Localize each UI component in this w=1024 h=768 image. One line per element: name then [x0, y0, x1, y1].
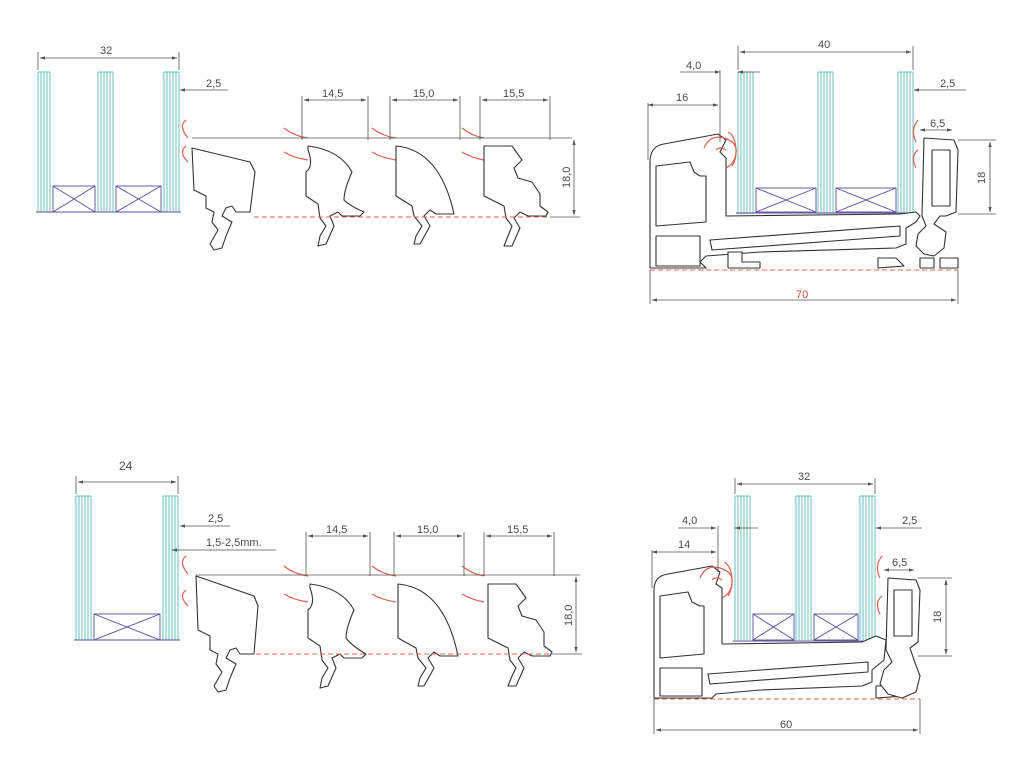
dimension-glass-width: 40: [737, 39, 914, 70]
bead-chamber: [931, 149, 951, 207]
glazing-unit: [75, 495, 179, 640]
glazing-bead-profile: [397, 583, 459, 687]
dimension-rebate: 16: [647, 92, 719, 160]
gasket: [912, 119, 919, 169]
dimension-label: 40: [818, 39, 830, 51]
dimension-label: 18,0: [561, 167, 573, 188]
frame-chamber: [655, 161, 707, 227]
dimension-label: 14,5: [322, 88, 343, 100]
gasket: [283, 127, 309, 161]
dimension-gasket-gap: 2,5: [179, 513, 230, 528]
dimension-frame-width: 70: [649, 270, 959, 304]
dimension-label: 6,5: [930, 118, 945, 130]
dimension-gasket-gap: 2,5: [875, 515, 922, 530]
gasket: [703, 131, 737, 169]
glazing-bead-profile: [395, 145, 455, 245]
glazing-unit: [734, 495, 876, 640]
dimension-label: 18,0: [563, 605, 575, 626]
dimension-glass-width: 24: [75, 459, 179, 494]
top-right-section: 40 4,0 16 2,5 6,5 18 70: [647, 39, 996, 304]
glazing-bead-profile: [191, 147, 256, 251]
dimension-label: 16: [676, 92, 688, 104]
dimension-label: 14: [678, 539, 690, 551]
gasket: [461, 127, 485, 161]
dimension-label: 15,5: [503, 88, 524, 100]
dimension-bead-offset: 6,5: [919, 118, 953, 132]
dimension-label: 60: [780, 719, 792, 731]
dimension-label: 4,0: [686, 60, 701, 72]
frame-foot: [727, 251, 761, 269]
dimension-glass-width: 32: [37, 45, 180, 70]
dimension-label: 4,0: [682, 515, 697, 527]
dimension-bead-widths: 14,5 15,0 15,5: [305, 524, 555, 576]
dimension-label: 32: [798, 471, 810, 483]
frame-rib: [707, 661, 869, 685]
dimension-label: 2,5: [902, 515, 917, 527]
frame-chamber: [655, 235, 701, 267]
dimension-label: 2,5: [208, 513, 223, 525]
gasket: [461, 565, 485, 603]
gasket: [371, 565, 397, 603]
dimension-gasket-offset: 4,0: [680, 60, 760, 142]
spacer-bars: [733, 613, 877, 642]
glazing-bead-profile: [195, 575, 259, 693]
bottom-left-section: 24 2,5 1,5-2,5mm. 14,5 15,0 15,5: [74, 459, 582, 693]
dimension-bead-height: 18: [958, 139, 996, 215]
gasket: [181, 119, 189, 163]
dimension-gasket-offset: 4,0: [678, 515, 758, 572]
dimension-bead-height: 18,0: [550, 139, 580, 218]
frame-foot: [939, 257, 959, 269]
dimension-gasket-tolerance: 1,5-2,5mm.: [171, 537, 276, 552]
dimension-label: 15,5: [507, 524, 528, 536]
dimension-label: 18: [932, 611, 944, 623]
gasket: [699, 561, 733, 599]
bottom-right-section: 32 4,0 14 2,5 6,5 18 60: [651, 471, 952, 734]
dimension-label: 24: [119, 459, 133, 473]
glazing-unit: [36, 71, 181, 213]
dimension-label: 70: [796, 289, 808, 301]
gasket: [371, 127, 397, 161]
dimension-label: 2,5: [940, 78, 955, 90]
glazing-bead-profile: [487, 583, 553, 687]
spacer-bars: [74, 613, 180, 641]
dimension-glass-width: 32: [734, 471, 876, 494]
dimension-label: 6,5: [892, 557, 907, 569]
frame-chamber: [659, 667, 703, 697]
top-left-section: 32 2,5 14,5 15,0: [36, 45, 580, 251]
glazing-bead-profile: [305, 145, 365, 247]
glazing-bead-profile: [483, 145, 549, 247]
dimension-label: 14,5: [326, 524, 347, 536]
frame-foot: [919, 257, 935, 269]
dimension-gasket-gap: 2,5: [179, 78, 228, 92]
dimension-label: 15,0: [417, 524, 438, 536]
dimension-gasket-gap: 2,5: [913, 78, 966, 92]
frame-foot: [877, 257, 905, 269]
dimension-label: 2,5: [206, 78, 221, 90]
dimension-frame-width: 60: [653, 699, 921, 734]
dimension-bead-height: 18: [918, 577, 952, 657]
dimension-label: 32: [100, 45, 112, 57]
gasket: [283, 565, 309, 603]
glazing-unit: [737, 71, 914, 214]
frame-rib: [709, 225, 901, 251]
dimension-bead-height: 18,0: [552, 576, 582, 655]
spacer-bars: [36, 185, 181, 213]
glazing-bead-profile: [307, 583, 367, 689]
frame-chamber: [659, 591, 705, 659]
bead-chamber: [893, 589, 913, 637]
dimension-label: 15,0: [413, 88, 434, 100]
dimension-rebate: 14: [651, 539, 717, 588]
spacer-bars: [736, 187, 915, 214]
dimension-bead-widths: 14,5 15,0 15,5: [301, 88, 551, 140]
dimension-label: 18: [976, 172, 988, 184]
dimension-bead-offset: 6,5: [883, 557, 915, 572]
gasket: [876, 555, 883, 615]
gasket: [181, 555, 189, 607]
dimension-label: 1,5-2,5mm.: [206, 537, 262, 549]
